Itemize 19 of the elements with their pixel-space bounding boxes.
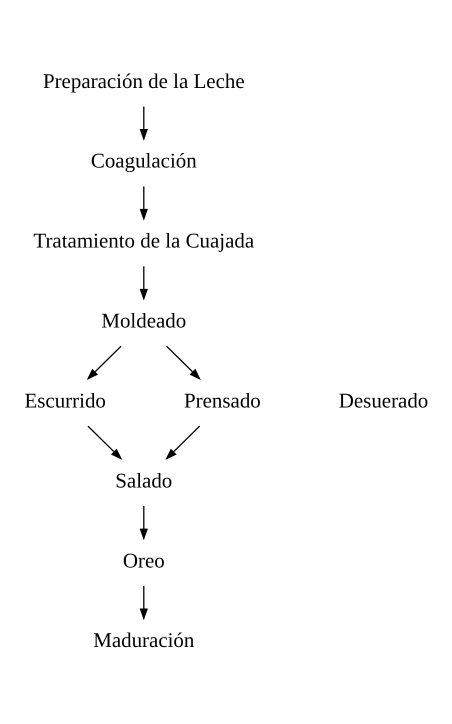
node-text: Oreo: [122, 548, 165, 572]
arrow: [166, 345, 201, 380]
node-text: Prensado: [184, 388, 261, 412]
label: Desuerado: [338, 388, 428, 412]
arrow: [140, 266, 148, 300]
node-text: Escurrido: [24, 388, 106, 412]
arrow: [165, 425, 200, 460]
arrow: [86, 345, 122, 380]
arrow: [87, 425, 122, 460]
node-text: Moldeado: [101, 308, 186, 332]
node-text: Coagulación: [90, 148, 197, 172]
arrow: [140, 106, 148, 140]
arrow: [140, 186, 148, 220]
node-text: Salado: [115, 468, 172, 492]
arrow: [140, 585, 148, 620]
node-text: Preparación de la Leche: [42, 68, 245, 92]
node-text: Tratamiento de la Cuajada: [33, 228, 254, 252]
node-text: Maduración: [93, 628, 194, 652]
arrow: [140, 506, 148, 540]
